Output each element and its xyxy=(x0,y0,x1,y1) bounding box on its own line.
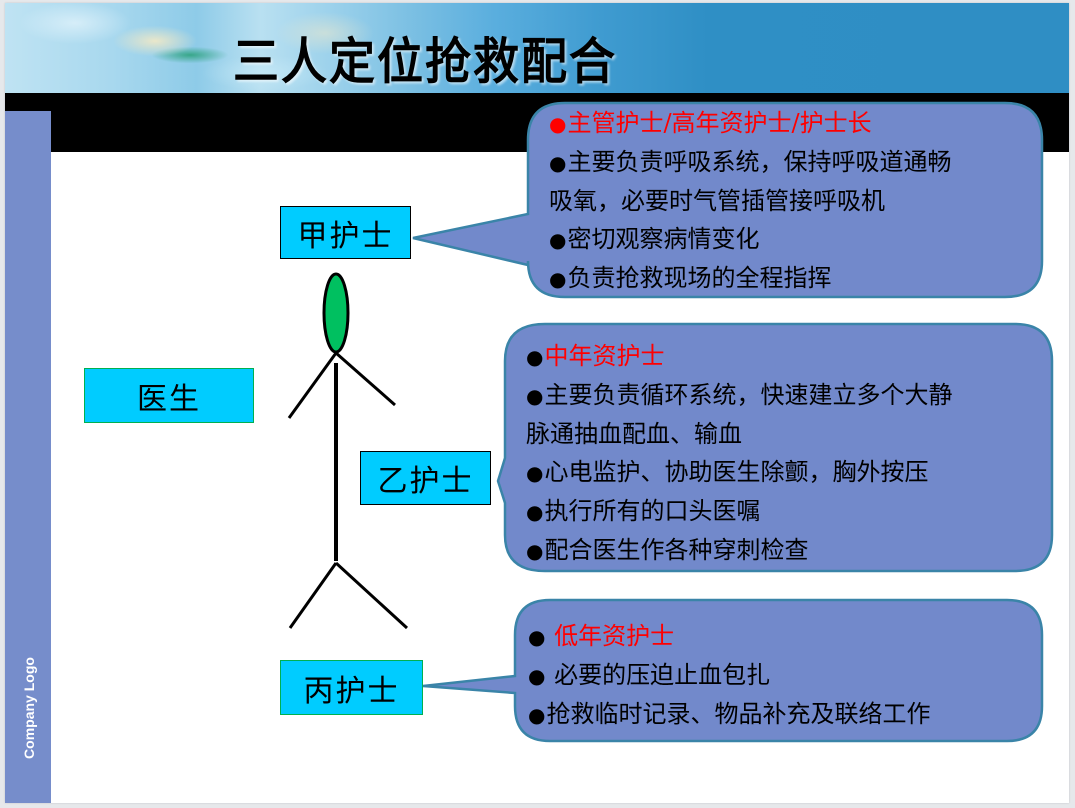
bullet-icon: ● xyxy=(526,539,544,563)
label-doctor: 医生 xyxy=(84,368,254,423)
label-nurse-a: 甲护士 xyxy=(280,206,411,259)
surgery-photo xyxy=(5,3,385,93)
callout-a-item-cont: 吸氧，必要时气管插管接呼吸机 xyxy=(549,187,885,215)
callout-c-heading: ● 低年资护士 xyxy=(528,617,930,656)
callout-nurse-c: ● 低年资护士 ● 必要的压迫止血包扎 ●抢救临时记录、物品补充及联络工作 xyxy=(528,617,930,734)
callout-b-shape xyxy=(496,322,1054,573)
callout-a-item: ●负责抢救现场的全程指挥 xyxy=(549,259,951,298)
callout-a-item: ●密切观察病情变化 xyxy=(549,220,951,259)
callout-a-item: ●主要负责呼吸系统，保持呼吸道通畅 xyxy=(549,143,951,182)
sidebar: Company Logo xyxy=(5,111,51,803)
bullet-icon: ● xyxy=(549,228,567,252)
callout-c-item: ● 必要的压迫止血包扎 xyxy=(528,656,930,695)
bullet-icon: ● xyxy=(528,625,546,649)
bullet-icon: ● xyxy=(528,664,546,688)
callout-c-item: ●抢救临时记录、物品补充及联络工作 xyxy=(528,695,930,734)
slide: 三人定位抢救配合 Company Logo 甲护士 医生 乙护士 丙护士 ●主管… xyxy=(5,3,1069,803)
callout-b-item: ●主要负责循环系统，快速建立多个大静 xyxy=(526,376,952,415)
bullet-icon: ● xyxy=(526,345,544,369)
bullet-icon: ● xyxy=(549,151,567,175)
callout-a-heading: ●主管护士/高年资护士/护士长 xyxy=(549,104,951,143)
callout-nurse-a: ●主管护士/高年资护士/护士长 ●主要负责呼吸系统，保持呼吸道通畅 吸氧，必要时… xyxy=(549,104,951,298)
callout-shapes xyxy=(412,101,1054,743)
bullet-icon: ● xyxy=(549,267,567,291)
label-nurse-b: 乙护士 xyxy=(360,451,491,505)
header-banner: 三人定位抢救配合 xyxy=(5,3,1069,93)
callout-b-item: ●心电监护、协助医生除颤，胸外按压 xyxy=(526,453,952,492)
slide-title: 三人定位抢救配合 xyxy=(233,32,617,91)
bullet-icon: ● xyxy=(526,500,544,524)
callout-b-heading: ●中年资护士 xyxy=(526,337,952,376)
callout-b-item: ●执行所有的口头医嘱 xyxy=(526,492,952,531)
bullet-icon: ● xyxy=(526,384,544,408)
callout-b-item-cont: 脉通抽血配血、输血 xyxy=(526,420,742,448)
label-nurse-c: 丙护士 xyxy=(280,660,423,715)
callout-c-shape xyxy=(422,598,1044,743)
bullet-icon: ● xyxy=(549,112,567,136)
bullet-icon: ● xyxy=(526,461,544,485)
callout-nurse-b: ●中年资护士 ●主要负责循环系统，快速建立多个大静 脉通抽血配血、输血 ●心电监… xyxy=(526,337,952,570)
callout-b-item: ●配合医生作各种穿刺检查 xyxy=(526,531,952,570)
bullet-icon: ● xyxy=(528,703,546,727)
